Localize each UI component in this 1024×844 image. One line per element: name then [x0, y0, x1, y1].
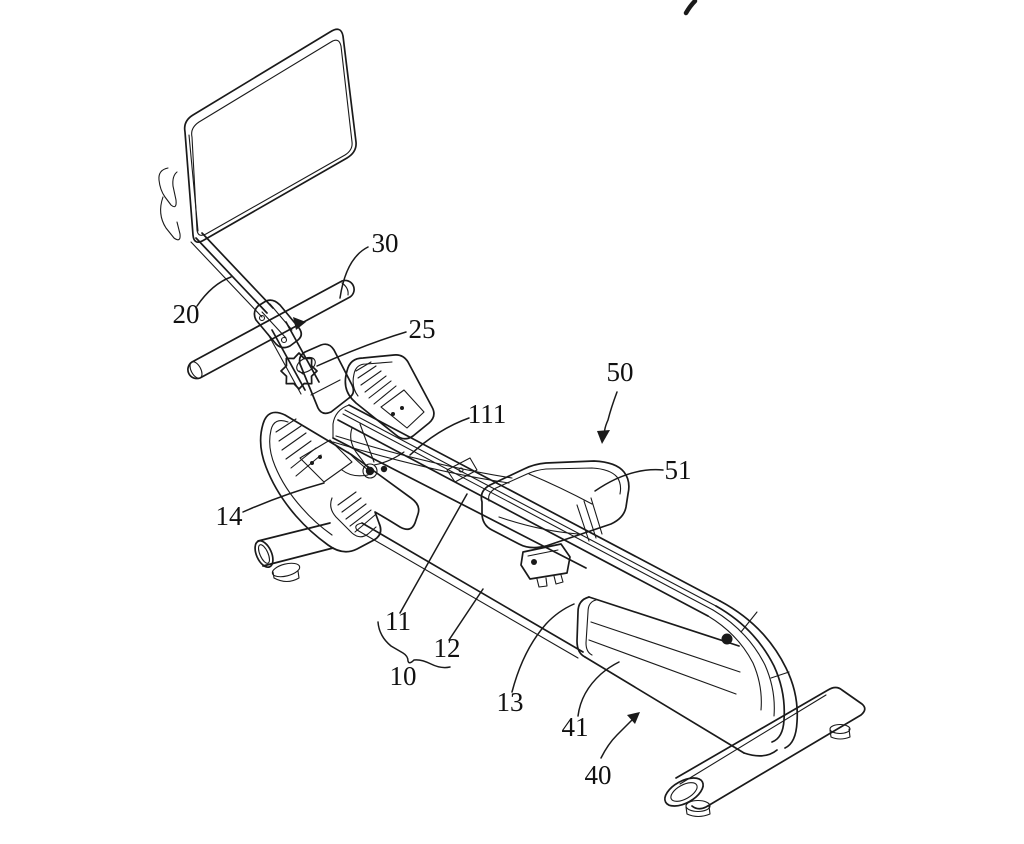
rear-stabilizer-foot — [664, 686, 866, 818]
arrow-40-head — [627, 712, 640, 724]
ref-20: 20 — [173, 276, 232, 329]
leader-line-30 — [339, 246, 369, 299]
leader-line-41 — [577, 661, 620, 717]
ref-13: 13 — [497, 603, 575, 717]
rear-housing — [576, 596, 778, 757]
ref-40: 40 — [585, 712, 640, 790]
ref-label-111: 111 — [468, 399, 507, 429]
ref-25: 25 — [316, 314, 436, 367]
leader-line-25 — [316, 331, 407, 367]
right-pedal-strap-hatch — [355, 361, 397, 405]
clamp-lever — [293, 317, 306, 330]
leader-line-111 — [409, 417, 470, 456]
ref-10: 10 — [377, 621, 451, 691]
arrow-40-shaft — [600, 719, 633, 759]
ref-label-50: 50 — [607, 357, 634, 387]
ref-label-30: 30 — [372, 228, 399, 258]
monitor-screen — [183, 28, 357, 243]
adjustment-knob — [280, 352, 318, 390]
leader-line-13 — [511, 603, 575, 693]
leader-line-14 — [242, 482, 325, 513]
leader-line-51 — [594, 468, 664, 492]
seat-carriage — [520, 543, 571, 588]
ref-label-11: 11 — [385, 606, 411, 636]
ref-50: 50 — [597, 357, 634, 444]
main-rail — [332, 404, 721, 617]
cropped-figure-mark — [683, 0, 698, 16]
ref-label-25: 25 — [409, 314, 436, 344]
ref-label-12: 12 — [434, 633, 461, 663]
brace-10 — [377, 621, 451, 669]
ref-51: 51 — [594, 455, 692, 492]
monitor-bracket — [158, 167, 181, 241]
front-stabilizer-foot — [254, 522, 334, 583]
arrow-50-shaft — [603, 391, 618, 438]
handlebar-clamp — [253, 299, 306, 349]
ref-label-41: 41 — [562, 712, 589, 742]
rail-rear-elbow — [707, 600, 799, 749]
ref-label-51: 51 — [665, 455, 692, 485]
lower-frame-beam — [355, 522, 584, 659]
leader-line-12 — [448, 588, 484, 641]
left-pedal-heel-hatch — [337, 491, 376, 533]
left-pedal — [259, 411, 420, 553]
ref-label-20: 20 — [173, 299, 200, 329]
arrow-50-head — [597, 430, 610, 444]
right-pedal — [344, 354, 435, 440]
ref-14: 14 — [216, 482, 325, 531]
ref-111: 111 — [409, 399, 507, 456]
ref-11: 11 — [385, 493, 468, 636]
leader-line-11 — [399, 493, 468, 614]
ref-label-10: 10 — [390, 661, 417, 691]
handlebar — [187, 279, 355, 380]
ref-label-14: 14 — [216, 501, 244, 531]
left-pedal-strap-hatch — [275, 418, 322, 477]
ref-label-13: 13 — [497, 687, 524, 717]
ref-41: 41 — [562, 661, 620, 742]
seat — [480, 460, 630, 549]
leader-line-20 — [196, 276, 232, 307]
ref-12: 12 — [434, 588, 484, 663]
ref-label-40: 40 — [585, 760, 612, 790]
ref-30: 30 — [339, 228, 399, 299]
